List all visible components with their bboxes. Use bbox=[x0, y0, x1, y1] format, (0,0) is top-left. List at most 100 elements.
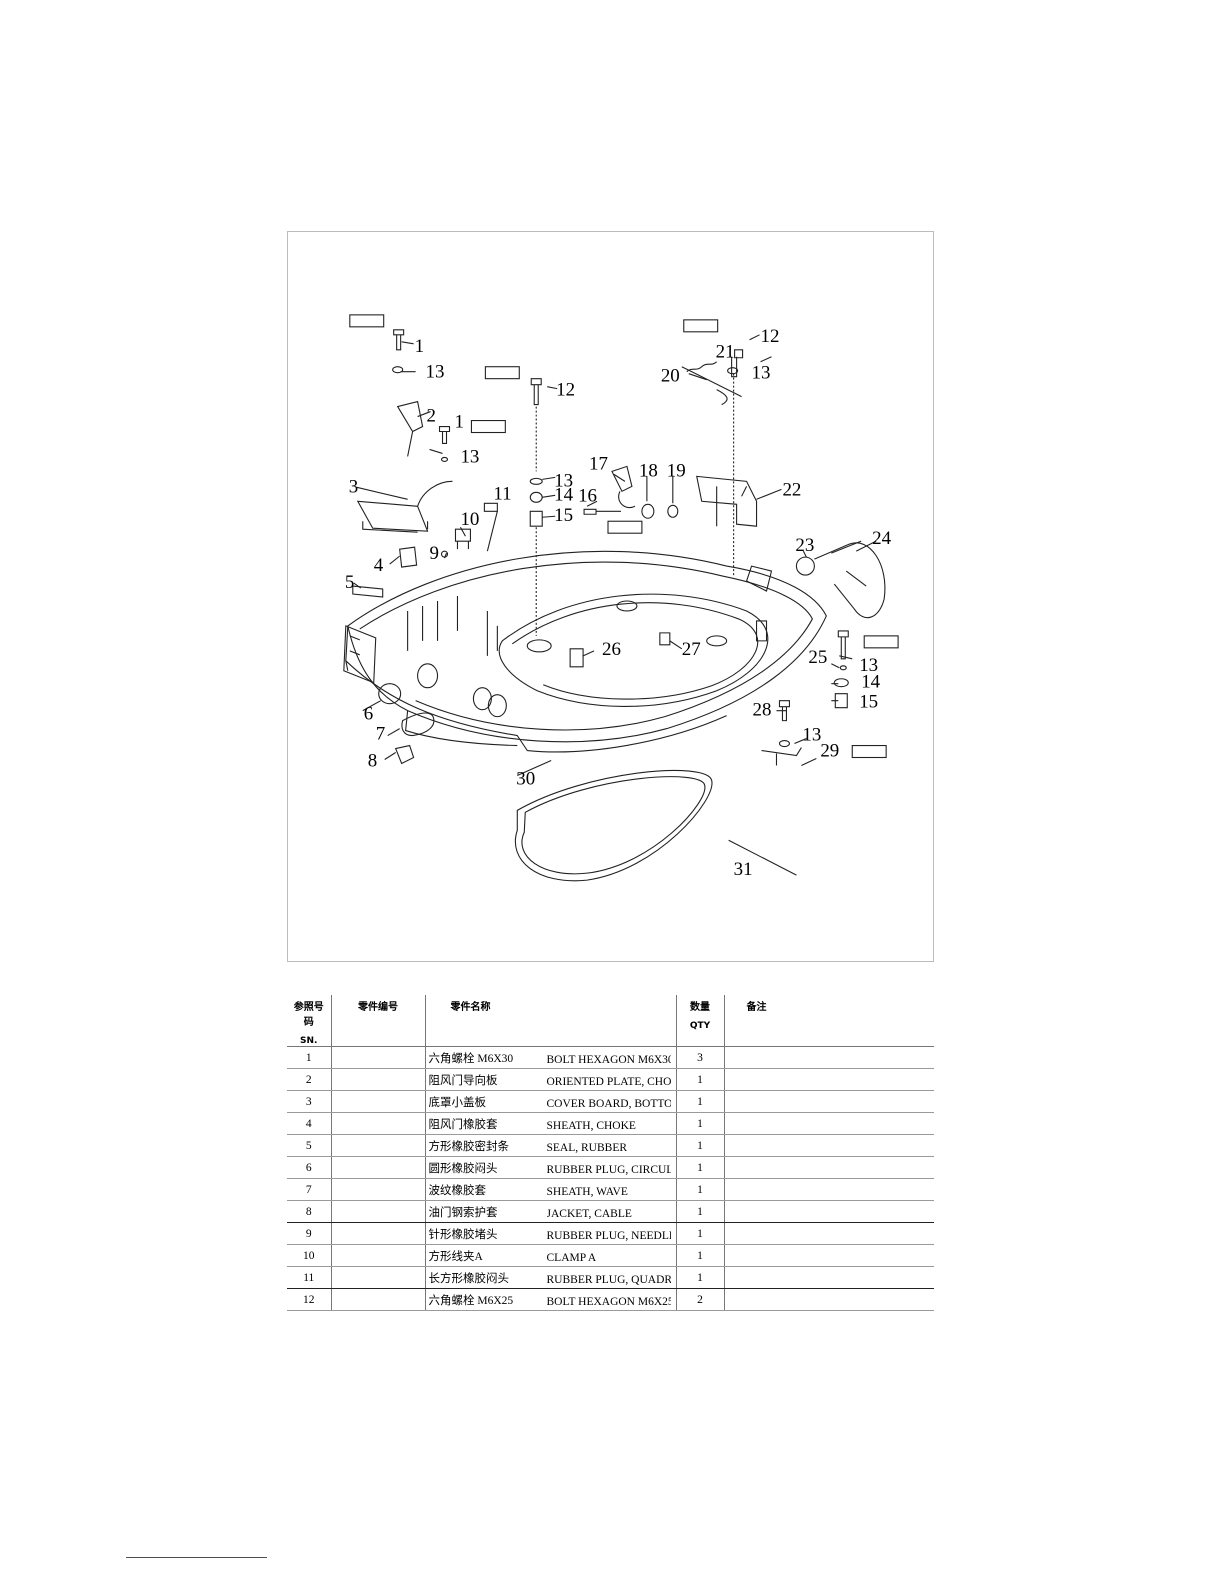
cell-sn: 8 bbox=[287, 1200, 332, 1223]
cell-qty: 1 bbox=[676, 1068, 725, 1091]
cell-name-en: BOLT HEXAGON M6X25 bbox=[546, 1295, 671, 1308]
cell-name-en: COVER BOARD, BOTTOM COWLING bbox=[546, 1097, 671, 1110]
cell-qty: 1 bbox=[676, 1200, 725, 1223]
cell-qty: 1 bbox=[676, 1090, 725, 1113]
callout-19: 19 bbox=[667, 460, 686, 481]
cell-part-no bbox=[331, 1090, 426, 1113]
cell-remark bbox=[724, 1112, 934, 1135]
cell-remark bbox=[724, 1288, 934, 1311]
callout-29: 29 bbox=[820, 741, 839, 762]
cell-remark bbox=[724, 1244, 934, 1267]
cell-part-no bbox=[331, 1244, 426, 1267]
callout-7: 7 bbox=[376, 724, 385, 745]
cell-name-cn: 底罩小盖板 bbox=[428, 1096, 487, 1109]
footnote-separator bbox=[126, 1557, 267, 1558]
callout-30: 30 bbox=[516, 768, 535, 789]
callout-8: 8 bbox=[368, 750, 377, 771]
callout-9: 9 bbox=[430, 543, 439, 564]
callout-15: 15 bbox=[554, 505, 573, 526]
cell-name-en: ORIENTED PLATE, CHOKE bbox=[546, 1075, 671, 1088]
callout-13-center: 13 bbox=[554, 470, 573, 491]
cell-name-en: RUBBER PLUG, NEEDLE bbox=[546, 1229, 671, 1242]
cell-remark bbox=[724, 1046, 934, 1069]
callout-10: 10 bbox=[460, 509, 479, 530]
callout-23: 23 bbox=[795, 535, 814, 556]
cell-part-no bbox=[331, 1200, 426, 1223]
cell-sn: 11 bbox=[287, 1266, 332, 1289]
cell-name-cn: 六角螺栓 M6X30 bbox=[428, 1052, 514, 1065]
cell-qty: 1 bbox=[676, 1156, 725, 1179]
cell-remark bbox=[724, 1134, 934, 1157]
cell-remark bbox=[724, 1266, 934, 1289]
cell-sn: 12 bbox=[287, 1288, 332, 1311]
cell-remark bbox=[724, 1068, 934, 1091]
callout-13-mid: 13 bbox=[460, 446, 479, 467]
callout-24: 24 bbox=[872, 528, 891, 549]
header-sn: 参照号码 SN. bbox=[287, 995, 332, 1047]
cell-part-no bbox=[331, 1222, 426, 1245]
cell-name: 底罩小盖板 COVER BOARD, BOTTOM COWLING bbox=[425, 1090, 677, 1113]
callout-4: 4 bbox=[374, 555, 384, 576]
callout-6: 6 bbox=[364, 704, 373, 725]
cell-remark bbox=[724, 1090, 934, 1113]
callout-5: 5 bbox=[345, 572, 354, 593]
cell-part-no bbox=[331, 1288, 426, 1311]
exploded-parts-diagram: 1 2 3 4 5 6 7 8 9 10 11 12 13 14 15 16 1… bbox=[287, 231, 934, 962]
cell-qty: 1 bbox=[676, 1244, 725, 1267]
callout-20: 20 bbox=[661, 366, 680, 387]
callout-3: 3 bbox=[349, 476, 358, 497]
cell-name: 阻风门导向板 ORIENTED PLATE, CHOKE bbox=[425, 1068, 677, 1091]
cell-qty: 1 bbox=[676, 1266, 725, 1289]
cell-part-no bbox=[331, 1134, 426, 1157]
cell-sn: 6 bbox=[287, 1156, 332, 1179]
callout-2: 2 bbox=[427, 406, 436, 427]
cell-sn: 7 bbox=[287, 1178, 332, 1201]
header-sn-cn: 参照号码 bbox=[293, 1002, 324, 1028]
callout-27: 27 bbox=[682, 639, 701, 660]
cell-name-cn: 长方形橡胶闷头 bbox=[428, 1272, 510, 1285]
cell-qty: 1 bbox=[676, 1134, 725, 1157]
cell-sn: 10 bbox=[287, 1244, 332, 1267]
callout-1: 1 bbox=[415, 336, 424, 357]
cell-part-no bbox=[331, 1068, 426, 1091]
cell-name-en: RUBBER PLUG, QUADRATE bbox=[546, 1273, 671, 1286]
cell-sn: 9 bbox=[287, 1222, 332, 1245]
callout-11: 11 bbox=[493, 483, 511, 504]
callout-25: 25 bbox=[808, 647, 827, 668]
cell-name-en: SEAL, RUBBER bbox=[546, 1141, 628, 1154]
cell-name-cn: 油门钢索护套 bbox=[428, 1206, 498, 1219]
callout-14: 14 bbox=[554, 484, 573, 505]
cell-name-cn: 圆形橡胶闷头 bbox=[428, 1162, 498, 1175]
cell-remark bbox=[724, 1200, 934, 1223]
callout-17: 17 bbox=[589, 453, 608, 474]
callout-26: 26 bbox=[602, 639, 621, 660]
callout-16: 16 bbox=[578, 485, 597, 506]
header-sn-en: SN. bbox=[300, 1036, 318, 1046]
header-name: 零件名称 bbox=[425, 995, 677, 1047]
callout-21: 21 bbox=[716, 342, 735, 363]
cell-part-no bbox=[331, 1112, 426, 1135]
cell-part-no bbox=[331, 1046, 426, 1069]
cell-sn: 4 bbox=[287, 1112, 332, 1135]
cell-remark bbox=[724, 1156, 934, 1179]
callout-28: 28 bbox=[753, 700, 772, 721]
cell-name-cn: 阻风门导向板 bbox=[428, 1074, 498, 1087]
header-qty-cn: 数量 bbox=[690, 1002, 710, 1013]
callout-14-right: 14 bbox=[861, 672, 880, 693]
cell-name-en: SHEATH, CHOKE bbox=[546, 1119, 636, 1132]
cell-remark bbox=[724, 1222, 934, 1245]
cell-qty: 1 bbox=[676, 1112, 725, 1135]
